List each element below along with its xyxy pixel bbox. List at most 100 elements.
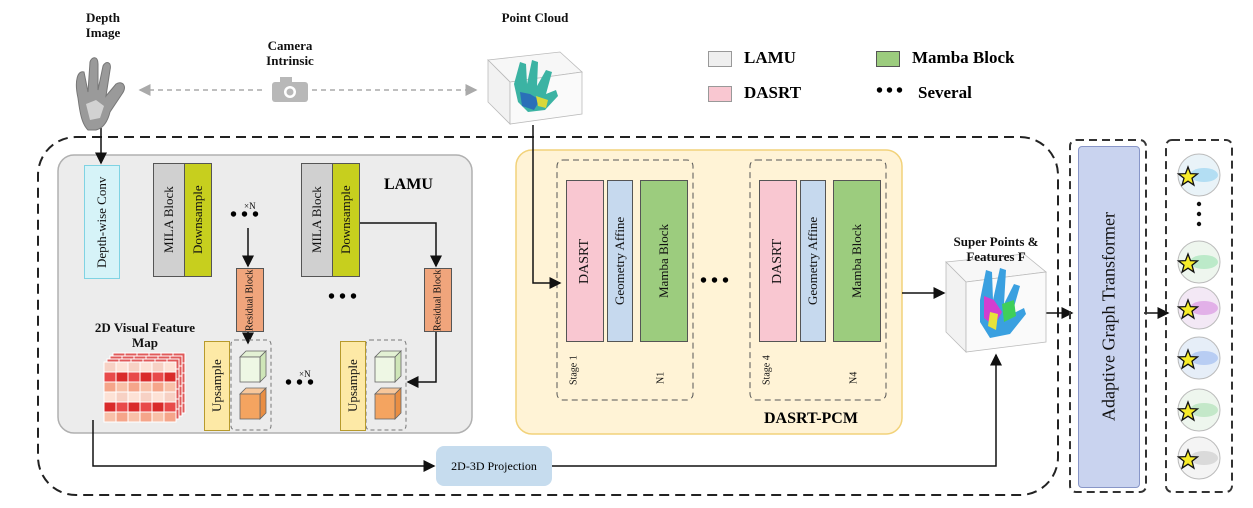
agt-frame bbox=[1069, 139, 1147, 493]
feature-map-cell bbox=[127, 391, 141, 403]
output-hand-item bbox=[1176, 153, 1221, 197]
dasrt-block-stage4: DASRT bbox=[759, 180, 797, 342]
camera-icon bbox=[272, 77, 308, 102]
output-hand-item bbox=[1176, 286, 1221, 330]
times-n-label-2: ×N bbox=[299, 369, 311, 379]
residual-block-2: Residual Block bbox=[424, 268, 452, 332]
stage4-label: Stage 4 bbox=[761, 355, 773, 385]
legend-lamu: LAMU bbox=[744, 48, 796, 67]
agt-block: Adaptive Graph Transformer bbox=[1078, 146, 1140, 488]
legend-several: Several bbox=[918, 83, 972, 102]
legend-dasrt: DASRT bbox=[744, 83, 802, 102]
mila-block-1: MILA Block bbox=[153, 163, 185, 277]
geometry-affine-stage1: Geometry Affine bbox=[607, 180, 633, 342]
dasrt-block-stage1: DASRT bbox=[566, 180, 604, 342]
output-column bbox=[1176, 153, 1221, 480]
feature-map-cell bbox=[151, 381, 165, 393]
feature-map-cell bbox=[139, 411, 153, 423]
feature-map-cell bbox=[103, 401, 117, 413]
output-dots-icon bbox=[1196, 211, 1202, 217]
feature-map-cell bbox=[127, 381, 141, 393]
legend-swatch-mamba bbox=[876, 51, 900, 67]
feature-map-cell bbox=[103, 361, 117, 373]
feature-map-cell bbox=[163, 411, 177, 423]
feature-map-cell bbox=[163, 371, 177, 383]
feature-map-cell bbox=[139, 371, 153, 383]
feature-map-cell bbox=[115, 381, 129, 393]
output-hand-item bbox=[1176, 388, 1221, 432]
output-hand-item bbox=[1176, 240, 1221, 284]
times-n-label-1: ×N bbox=[244, 201, 256, 211]
cube-green-left bbox=[239, 350, 267, 383]
feature-map-cell bbox=[115, 391, 129, 403]
depth-image-label: Depth Image bbox=[85, 10, 121, 40]
feature-map-cell bbox=[115, 401, 129, 413]
camera-intrinsic-label: Camera Intrinsic bbox=[266, 38, 314, 68]
legend-swatch-lamu bbox=[708, 51, 732, 67]
feature-map-grid bbox=[103, 352, 186, 423]
star-icon bbox=[1176, 165, 1200, 187]
star-icon bbox=[1176, 448, 1200, 470]
point-cloud-image bbox=[487, 51, 583, 125]
cube-orange-right bbox=[374, 387, 402, 420]
pcm-title: DASRT-PCM bbox=[764, 410, 858, 427]
mamba-block-stage1: Mamba Block bbox=[640, 180, 688, 342]
feature-map-cell bbox=[127, 401, 141, 413]
n1-label: N1 bbox=[655, 371, 667, 385]
star-icon bbox=[1176, 298, 1200, 320]
downsample-block-2: Downsample bbox=[332, 163, 360, 277]
feature-map-cell bbox=[151, 361, 165, 373]
feature-map-cell bbox=[163, 381, 177, 393]
feature-map-cell bbox=[127, 371, 141, 383]
feature-map-cell bbox=[139, 381, 153, 393]
super-points-label: Super Points & Features F bbox=[953, 234, 1039, 264]
depthwise-conv-block: Depth-wise Conv bbox=[84, 165, 120, 279]
legend-mamba-block: Mamba Block bbox=[912, 48, 1015, 67]
dots-icon-1: ••• bbox=[230, 204, 264, 226]
feature-map-cell bbox=[151, 371, 165, 383]
feature-map-cell bbox=[115, 411, 129, 423]
feature-map-cell bbox=[151, 411, 165, 423]
feature-map-cell bbox=[127, 411, 141, 423]
star-icon bbox=[1176, 348, 1200, 370]
feature-map-cell bbox=[139, 391, 153, 403]
feature-map-cell bbox=[163, 361, 177, 373]
dots-icon-stages: ••• bbox=[700, 270, 734, 292]
output-dots-icon bbox=[1196, 221, 1202, 227]
upsample-block-2: Upsample bbox=[340, 341, 366, 431]
feature-map-cell bbox=[127, 361, 141, 373]
cube-green-right bbox=[374, 350, 402, 383]
projection-block: 2D-3D Projection bbox=[436, 446, 552, 486]
output-hand-item bbox=[1176, 436, 1221, 480]
output-dots-icon bbox=[1196, 201, 1202, 207]
star-icon bbox=[1176, 400, 1200, 422]
super-points-image bbox=[945, 253, 1047, 353]
stage1-label: Stage 1 bbox=[568, 355, 580, 385]
output-hand-item bbox=[1176, 336, 1221, 380]
feature-map-cell bbox=[103, 381, 117, 393]
mila-block-2: MILA Block bbox=[301, 163, 333, 277]
feature-map-label: 2D Visual Feature Map bbox=[94, 320, 196, 350]
depth-image-hand bbox=[75, 57, 125, 131]
dots-icon-3: ••• bbox=[285, 372, 319, 394]
point-cloud-label: Point Cloud bbox=[501, 10, 569, 25]
dots-icon-2: ••• bbox=[328, 286, 362, 308]
downsample-block-1: Downsample bbox=[184, 163, 212, 277]
lamu-title: LAMU bbox=[384, 176, 433, 193]
legend-swatch-dasrt bbox=[708, 86, 732, 102]
feature-map-cell bbox=[151, 401, 165, 413]
cube-orange-left bbox=[239, 387, 267, 420]
star-icon bbox=[1176, 252, 1200, 274]
n4-label: N4 bbox=[848, 371, 860, 385]
output-frame bbox=[1165, 139, 1233, 493]
stage1-group bbox=[556, 159, 694, 401]
feature-map-cell bbox=[115, 371, 129, 383]
feature-map-cell bbox=[151, 391, 165, 403]
legend-dots-icon: ••• bbox=[876, 80, 907, 102]
feature-map-cell bbox=[115, 361, 129, 373]
feature-map-cell bbox=[163, 391, 177, 403]
feature-map-cell bbox=[103, 391, 117, 403]
stage4-group bbox=[749, 159, 887, 401]
main-dashed-frame bbox=[37, 136, 1059, 496]
mamba-block-stage4: Mamba Block bbox=[833, 180, 881, 342]
